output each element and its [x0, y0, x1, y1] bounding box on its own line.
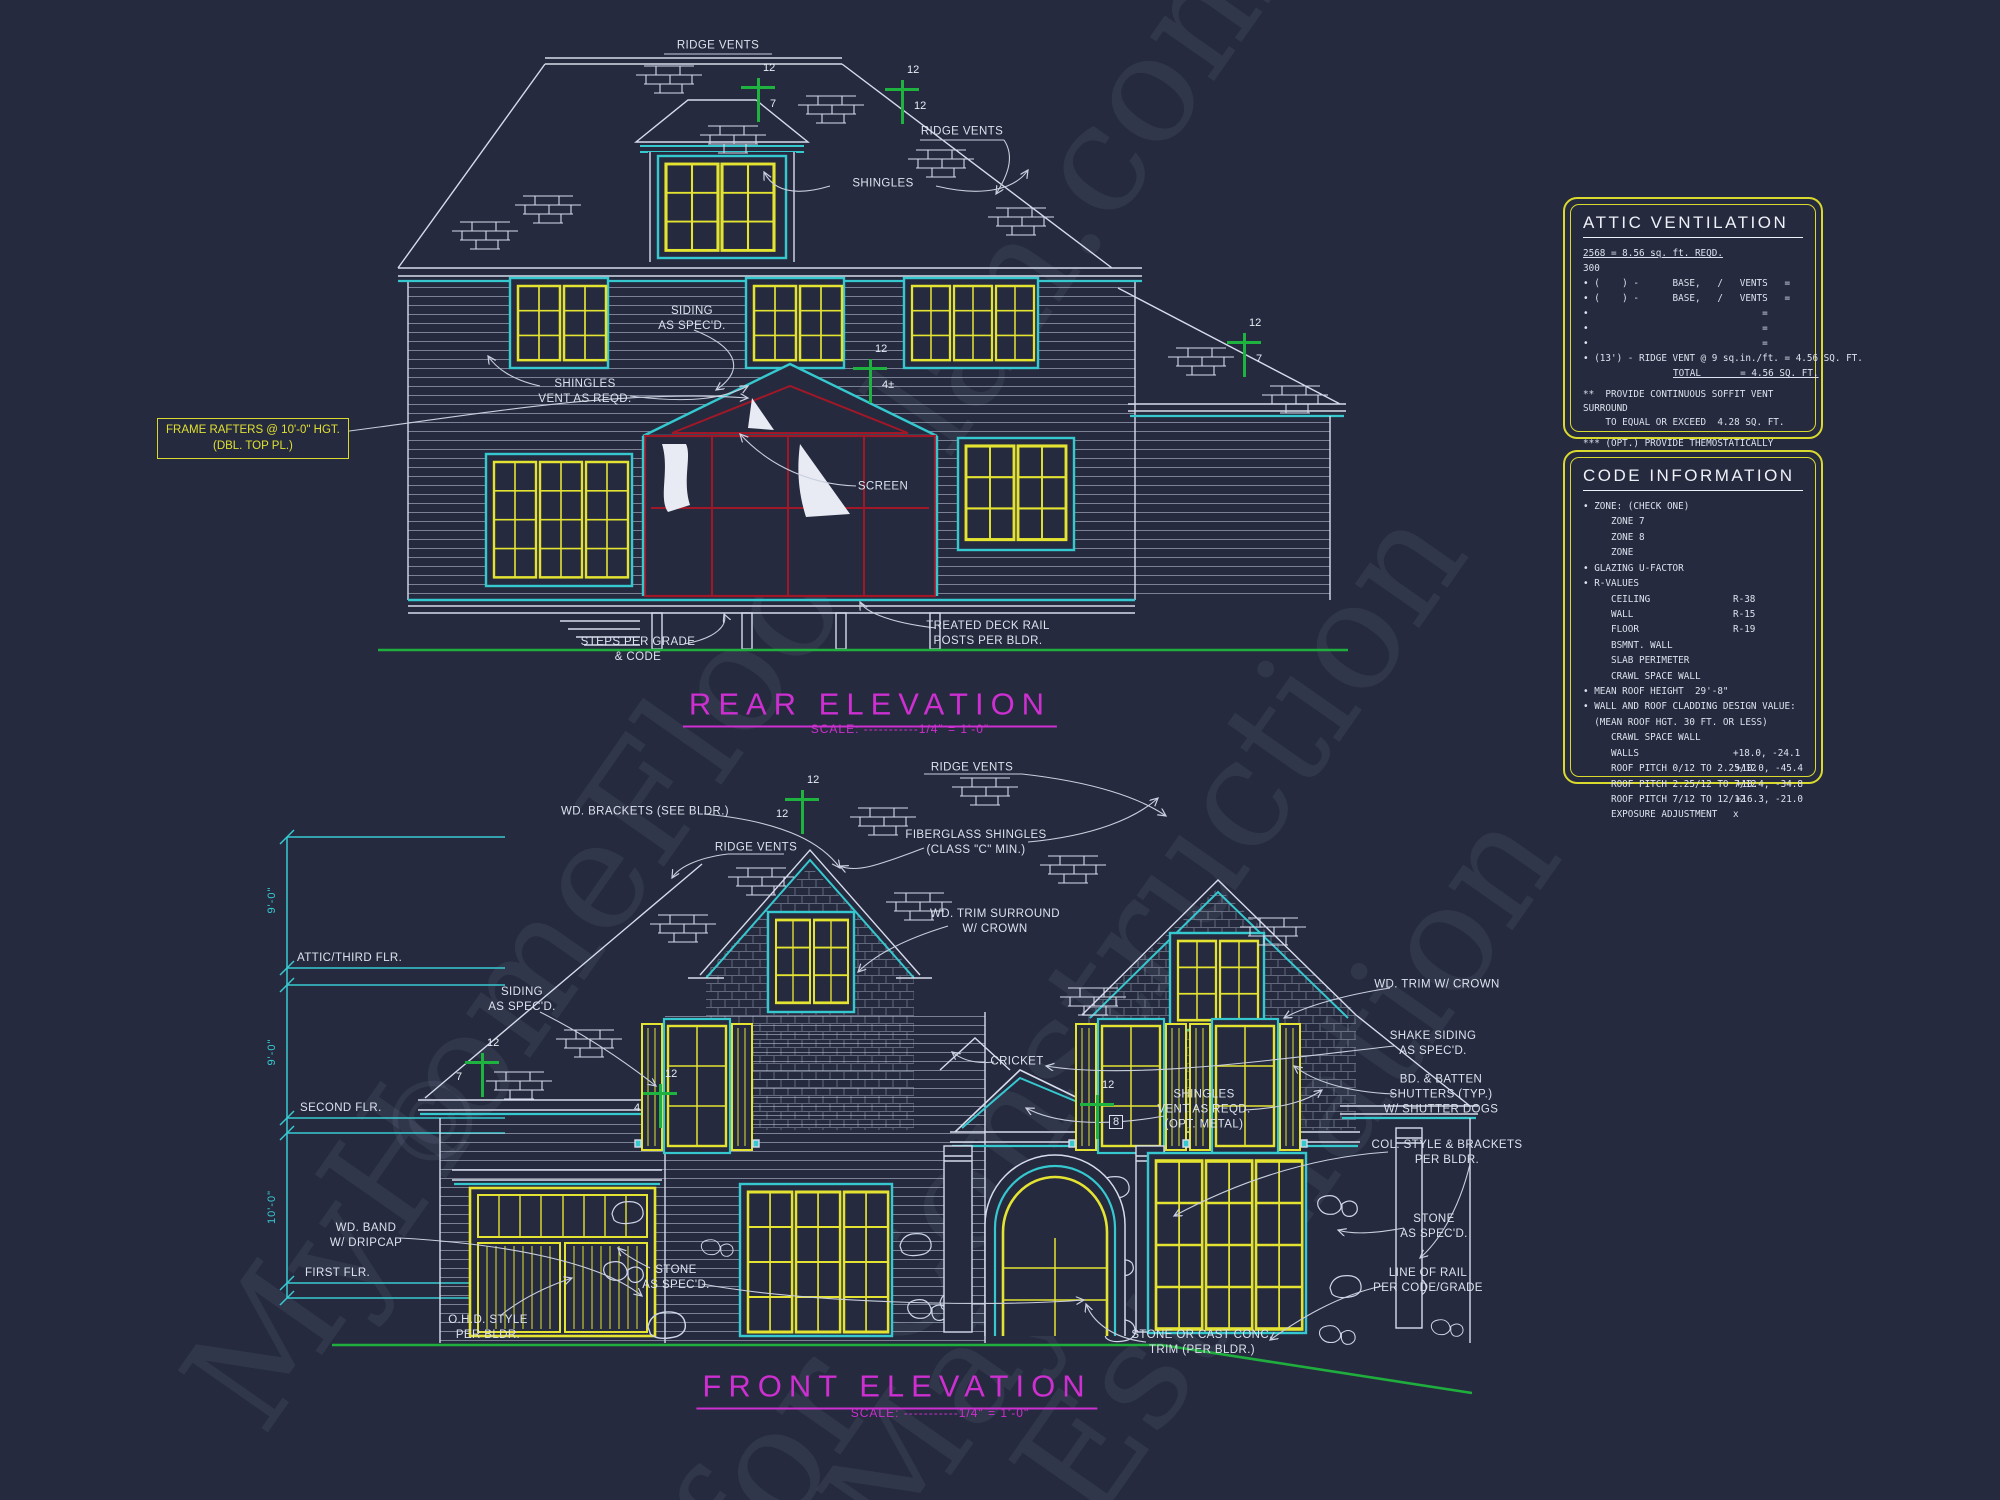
code-row: CRAWL SPACE WALL [1583, 670, 1701, 682]
attic-vent-row: • = [1583, 338, 1768, 350]
front-wd-trim-surround-label: WD. TRIM SURROUND W/ CROWN [930, 908, 1060, 935]
front-shingles-vent-label: SHINGLES VENT AS REQD. (OPT. METAL) [1157, 1088, 1251, 1131]
front-ohd-label: O.H.D. STYLE PER BLDR. [448, 1314, 528, 1341]
attic-note: ** PROVIDE CONTINUOUS SOFFIT VENT SURROU… [1583, 389, 1785, 429]
front-first-floor-label: FIRST FLR. [305, 1267, 371, 1280]
code-row: • R-VALUES [1583, 578, 1639, 590]
attic-ventilation-panel: ATTIC VENTILATION 2568 = 8.56 sq. ft. RE… [1563, 197, 1863, 491]
rear-siding-label: SIDING AS SPEC'D. [658, 305, 726, 332]
front-ridge-vents-left-label: RIDGE VENTS [714, 841, 798, 854]
rear-shingles-label: SHINGLES [852, 177, 914, 190]
code-row: • ZONE: (CHECK ONE) [1583, 501, 1690, 512]
front-stone-cast-label: STONE OR CAST CONC. TRIM (PER BLDR.) [1131, 1329, 1273, 1356]
front-ridge-vents-top-label: RIDGE VENTS [930, 761, 1014, 774]
front-dim-first: 10'-0" [266, 1189, 278, 1225]
rear-shingles-vent-label: SHINGLES VENT AS REQD. [538, 378, 632, 405]
code-row: SLAB PERIMETER [1583, 655, 1690, 667]
code-row: ZONE 7 [1583, 516, 1645, 528]
front-line-of-rail-label: LINE OF RAIL PER CODE/GRADE [1373, 1267, 1483, 1294]
code-row: ZONE [1583, 547, 1634, 559]
attic-vent-row: • = [1583, 323, 1768, 335]
code-row: • WALL AND ROOF CLADDING DESIGN VALUE: [1583, 701, 1796, 713]
front-shake-siding-label: SHAKE SIDING AS SPEC'D. [1389, 1030, 1477, 1057]
code-row: (MEAN ROOF HGT. 30 FT. OR LESS) [1583, 716, 1768, 728]
rear-deck-rail-label: TREATED DECK RAIL POSTS PER BLDR. [926, 620, 1050, 647]
attic-total-line: TOTAL = 4.56 SQ. FT. [1673, 368, 1819, 380]
front-second-floor-label: SECOND FLR. [300, 1102, 382, 1115]
front-elevation-title: FRONT ELEVATION [696, 1369, 1098, 1410]
code-row: ZONE 8 [1583, 531, 1645, 543]
rear-elevation-drawing [309, 53, 1348, 652]
attic-vent-row: • ( ) - BASE, / VENTS = [1583, 278, 1791, 290]
front-siding-label: SIDING AS SPEC'D. [488, 986, 556, 1013]
code-row: • MEAN ROOF HEIGHT 29'-8" [1583, 686, 1729, 698]
front-wd-brackets-label: WD. BRACKETS (SEE BLDR.) [560, 805, 730, 818]
attic-vent-row: • ( ) - BASE, / VENTS = [1583, 293, 1791, 305]
code-rows: • ZONE: (CHECK ONE) ZONE 7 ZONE 8 ZONE [1583, 499, 1803, 823]
code-row: ROOF PITCH 0/12 TO 2.25/12+10.0, -45.4 [1583, 763, 1803, 775]
front-fiberglass-shingles-label: FIBERGLASS SHINGLES (CLASS "C" MIN.) [905, 829, 1047, 856]
front-stone-bottom-label: STONE AS SPEC'D. [642, 1264, 710, 1291]
front-dim-second: 9'-0" [266, 1038, 278, 1066]
rear-frame-rafters-note: FRAME RAFTERS @ 10'-0" HGT. (DBL. TOP PL… [157, 418, 349, 460]
code-row: • GLAZING U-FACTOR [1583, 562, 1684, 574]
front-stone-right-label: STONE AS SPEC'D. [1400, 1213, 1468, 1240]
rear-steps-label: STEPS PER GRADE & CODE [580, 636, 696, 663]
code-information-panel: CODE INFORMATION • ZONE: (CHECK ONE) ZON… [1563, 450, 1823, 820]
rear-screen-label: SCREEN [857, 480, 909, 493]
code-row: ROOF PITCH 2.25/12 TO 7/12+10.4, -34.8 [1583, 778, 1803, 790]
front-wd-band-label: WD. BAND W/ DRIPCAP [329, 1222, 403, 1249]
front-dim-attic: 9'-0" [266, 886, 278, 914]
front-elevation-scale: SCALE: -----------1/4" = 1'-0" [850, 1406, 1030, 1420]
attic-ventilation-title: ATTIC VENTILATION [1583, 213, 1803, 238]
code-row: WALLS+18.0, -24.1 [1583, 747, 1801, 759]
front-col-style-label: COL. STYLE & BRACKETS PER BLDR. [1371, 1139, 1523, 1166]
front-bd-batten-label: BD. & BATTEN SHUTTERS (TYP.) W/ SHUTTER … [1383, 1073, 1499, 1116]
attic-vent-rows: • ( ) - BASE, / VENTS = • ( ) - BASE, / V… [1583, 276, 1803, 351]
attic-vent-row: • = [1583, 308, 1768, 320]
front-cricket-label: CRICKET [990, 1055, 1044, 1068]
attic-req-line: 2568 = 8.56 sq. ft. REQD. [1583, 248, 1723, 259]
front-attic-floor-label: ATTIC/THIRD FLR. [297, 952, 403, 965]
code-row: CRAWL SPACE WALL [1583, 732, 1701, 744]
front-elevation-drawing [279, 773, 1478, 1395]
front-wd-trim-crown-label: WD. TRIM W/ CROWN [1374, 978, 1500, 991]
code-row: BSMNT. WALL [1583, 639, 1673, 651]
rear-elevation-scale: SCALE: -----------1/4" = 1'-0" [810, 722, 990, 736]
rear-elevation-title: REAR ELEVATION [682, 687, 1058, 728]
rear-ridge-vents-top-label: RIDGE VENTS [676, 39, 760, 52]
attic-req-denom: 300 [1583, 263, 1600, 275]
attic-ridge-line: • (13') - RIDGE VENT @ 9 sq.in./ft. = 4.… [1583, 353, 1863, 365]
code-row: ROOF PITCH 7/12 TO 12/12+16.3, -21.0 [1583, 794, 1803, 806]
code-information-title: CODE INFORMATION [1583, 466, 1803, 491]
rear-ridge-vents-right-label: RIDGE VENTS [920, 125, 1004, 138]
